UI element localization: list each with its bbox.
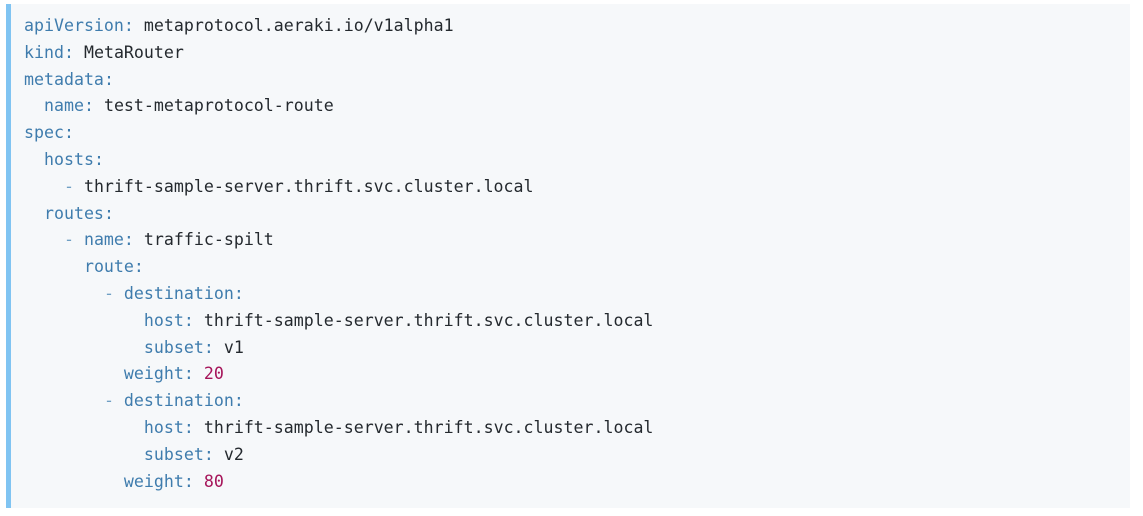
- yaml-value: thrift-sample-server.thrift.svc.cluster.…: [83, 176, 534, 196]
- code-line: hosts:: [24, 147, 653, 174]
- yaml-colon: :: [183, 417, 194, 437]
- code-line: spec:: [24, 120, 653, 147]
- yaml-colon: :: [133, 257, 144, 277]
- yaml-colon: :: [63, 42, 74, 62]
- yaml-colon: :: [123, 230, 134, 250]
- yaml-value: v1: [223, 337, 244, 357]
- code-indent: [24, 418, 144, 437]
- yaml-key: host: [143, 417, 184, 437]
- yaml-colon: :: [183, 471, 194, 491]
- code-indent: [24, 204, 44, 223]
- code-line: - name: traffic-spilt: [24, 227, 653, 254]
- code-line: host: thrift-sample-server.thrift.svc.cl…: [24, 415, 654, 442]
- yaml-colon: :: [203, 444, 214, 464]
- yaml-colon: :: [103, 203, 114, 223]
- yaml-key: spec: [24, 123, 64, 143]
- code-line: - destination:: [24, 388, 653, 415]
- code-space: [134, 230, 144, 249]
- code-indent: [24, 177, 64, 196]
- code-line: weight: 20: [24, 361, 653, 388]
- code-line: metadata:: [24, 67, 653, 94]
- yaml-colon: :: [183, 364, 194, 384]
- yaml-colon: :: [93, 149, 104, 169]
- code-indent: [24, 364, 124, 383]
- yaml-code-block[interactable]: apiVersion: metaprotocol.aeraki.io/v1alp…: [6, 4, 1130, 508]
- yaml-key: name: [83, 230, 124, 250]
- code-line: - thrift-sample-server.thrift.svc.cluste…: [24, 174, 653, 201]
- code-line: routes:: [24, 201, 653, 228]
- code-space: [194, 418, 204, 437]
- code-line: weight: 80: [24, 469, 653, 496]
- yaml-key: destination: [123, 391, 234, 411]
- yaml-key: subset: [143, 444, 204, 464]
- yaml-key: destination: [123, 283, 234, 303]
- yaml-key: route: [83, 257, 134, 277]
- yaml-key: hosts: [43, 149, 94, 169]
- yaml-value: metaprotocol.aeraki.io/v1alpha1: [143, 16, 454, 35]
- yaml-value: test-metaprotocol-route: [103, 96, 334, 116]
- code-line: host: thrift-sample-server.thrift.svc.cl…: [24, 308, 654, 335]
- code-space: [194, 364, 204, 383]
- code-indent: [24, 96, 44, 115]
- code-indent: [24, 230, 64, 249]
- yaml-key: host: [143, 310, 184, 330]
- yaml-colon: :: [183, 310, 194, 330]
- yaml-value: thrift-sample-server.thrift.svc.cluster.…: [203, 310, 654, 330]
- yaml-colon: :: [83, 96, 94, 116]
- code-space: [194, 311, 204, 330]
- code-indent: [24, 391, 104, 410]
- yaml-key: metadata: [24, 69, 104, 89]
- code-indent: [24, 445, 144, 464]
- list-dash-icon: -: [63, 176, 84, 196]
- code-lines-container: apiVersion: metaprotocol.aeraki.io/v1alp…: [24, 13, 653, 495]
- code-indent: [24, 284, 104, 303]
- list-dash-icon: -: [103, 391, 124, 411]
- code-space: [94, 96, 104, 115]
- list-dash-icon: -: [103, 283, 124, 303]
- code-indent: [24, 150, 44, 169]
- list-dash-icon: -: [63, 230, 84, 250]
- code-indent: [24, 311, 144, 330]
- code-indent: [24, 257, 84, 276]
- code-space: [214, 445, 224, 464]
- code-line: kind: MetaRouter: [24, 40, 653, 67]
- yaml-colon: :: [123, 16, 134, 35]
- code-indent: [24, 472, 124, 491]
- yaml-colon: :: [203, 337, 214, 357]
- yaml-number-value: 20: [203, 364, 224, 384]
- code-space: [134, 16, 144, 35]
- yaml-value: MetaRouter: [83, 42, 184, 62]
- code-space: [194, 472, 204, 491]
- yaml-key: apiVersion: [24, 16, 124, 35]
- code-indent: [24, 338, 144, 357]
- yaml-colon: :: [233, 391, 244, 411]
- yaml-colon: :: [233, 283, 244, 303]
- code-line: subset: v1: [24, 335, 653, 362]
- code-line: subset: v2: [24, 442, 653, 469]
- code-line: name: test-metaprotocol-route: [24, 93, 653, 120]
- code-line: apiVersion: metaprotocol.aeraki.io/v1alp…: [24, 13, 653, 40]
- yaml-key: weight: [123, 364, 184, 384]
- yaml-value: thrift-sample-server.thrift.svc.cluster.…: [203, 417, 654, 437]
- yaml-value: traffic-spilt: [143, 230, 274, 250]
- yaml-key: subset: [143, 337, 204, 357]
- code-line: route:: [24, 254, 653, 281]
- yaml-key: weight: [123, 471, 184, 491]
- yaml-number-value: 80: [203, 471, 224, 491]
- yaml-key: name: [43, 96, 84, 116]
- yaml-colon: :: [103, 69, 114, 89]
- yaml-key: routes: [43, 203, 104, 223]
- code-space: [214, 338, 224, 357]
- code-line: - destination:: [24, 281, 653, 308]
- yaml-value: v2: [223, 444, 244, 464]
- code-space: [74, 43, 84, 62]
- yaml-colon: :: [63, 123, 74, 143]
- yaml-key: kind: [24, 42, 64, 62]
